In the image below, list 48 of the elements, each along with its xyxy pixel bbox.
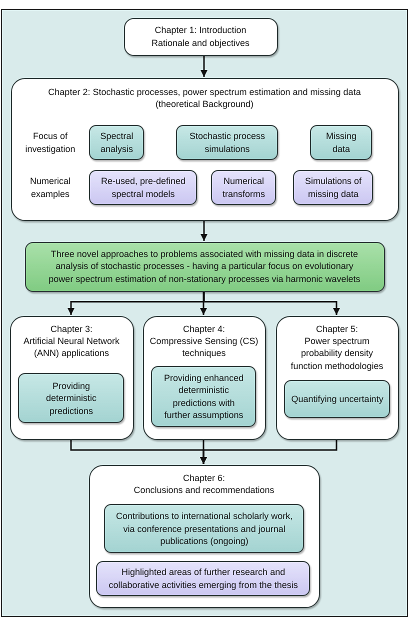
- box-text: Providing deterministic predictions: [45, 380, 98, 417]
- topic-box: [151, 366, 256, 428]
- topic-box: [284, 380, 390, 418]
- box-text: Providing enhanced deterministic predictions with further assumptions: [163, 372, 245, 422]
- box-text: Three novel approaches to problems associated with missing data in discrete analysis of stochastic processes - having a particular focus on evolutionary power spectrum estimation of non-stationary processes via harmonic wavelets: [48, 248, 362, 286]
- chapter-box: [276, 316, 398, 440]
- summary-box: [24, 242, 384, 292]
- topic-box: [104, 504, 304, 554]
- box-text: Re-used, pre-defined spectral models: [100, 175, 187, 200]
- box-text: Missing data: [325, 130, 358, 156]
- example-box: [96, 561, 310, 596]
- chapter-box: [88, 464, 320, 608]
- arrow: [203, 291, 340, 315]
- box-text: Quantifying uncertainty: [291, 393, 384, 406]
- chapter-heading: Chapter 3:: [50, 322, 93, 335]
- topic-box: [176, 125, 278, 160]
- chapter-title: Conclusions and recommendations: [134, 484, 274, 496]
- chapter-heading: Chapter 2: Stochastic processes, power spectrum estimation and missing data (theoretical Background): [47, 86, 362, 110]
- arrow: [200, 220, 208, 241]
- row-label: Focus of investigation: [24, 130, 76, 156]
- box-text: Simulations of missing data: [304, 175, 363, 200]
- chapter-title: Compressive Sensing (CS) techniques: [148, 334, 260, 360]
- topic-box: [18, 373, 124, 424]
- chapter-title: Rationale and objectives: [151, 36, 250, 49]
- box-text: Stochastic process simulations: [188, 130, 266, 156]
- chapter-heading: Chapter 1: Introduction: [154, 24, 246, 36]
- topic-box: [310, 125, 372, 160]
- arrow: [200, 439, 338, 464]
- row-label: Numerical examples: [29, 175, 72, 200]
- chapter-box: [10, 78, 398, 220]
- chapter-box: [124, 18, 278, 56]
- chapter-heading: Chapter 6:: [182, 472, 226, 484]
- chapter-box: [142, 316, 266, 440]
- example-box: [89, 170, 198, 206]
- topic-box: [89, 125, 144, 160]
- box-text: Contributions to international scholarly work, via conference presentations and journal publications (ongoing): [115, 510, 294, 548]
- example-box: [211, 170, 276, 206]
- chapter-box: [10, 316, 134, 440]
- box-text: Numerical transforms: [222, 175, 266, 200]
- box-text: Highlighted areas of further research and collaborative activities emerging from the thesis: [108, 566, 299, 592]
- chapter-title: Power spectrum probability density function methodologies: [290, 334, 384, 372]
- chapter-heading: Chapter 4:: [182, 322, 226, 335]
- example-box: [293, 170, 374, 206]
- chapter-title: Artificial Neural Network (ANN) applications: [22, 334, 121, 360]
- arrow: [200, 55, 208, 77]
- box-text: Spectral analysis: [99, 130, 134, 156]
- arrow: [200, 291, 207, 315]
- chapter-heading: Chapter 5:: [316, 322, 358, 335]
